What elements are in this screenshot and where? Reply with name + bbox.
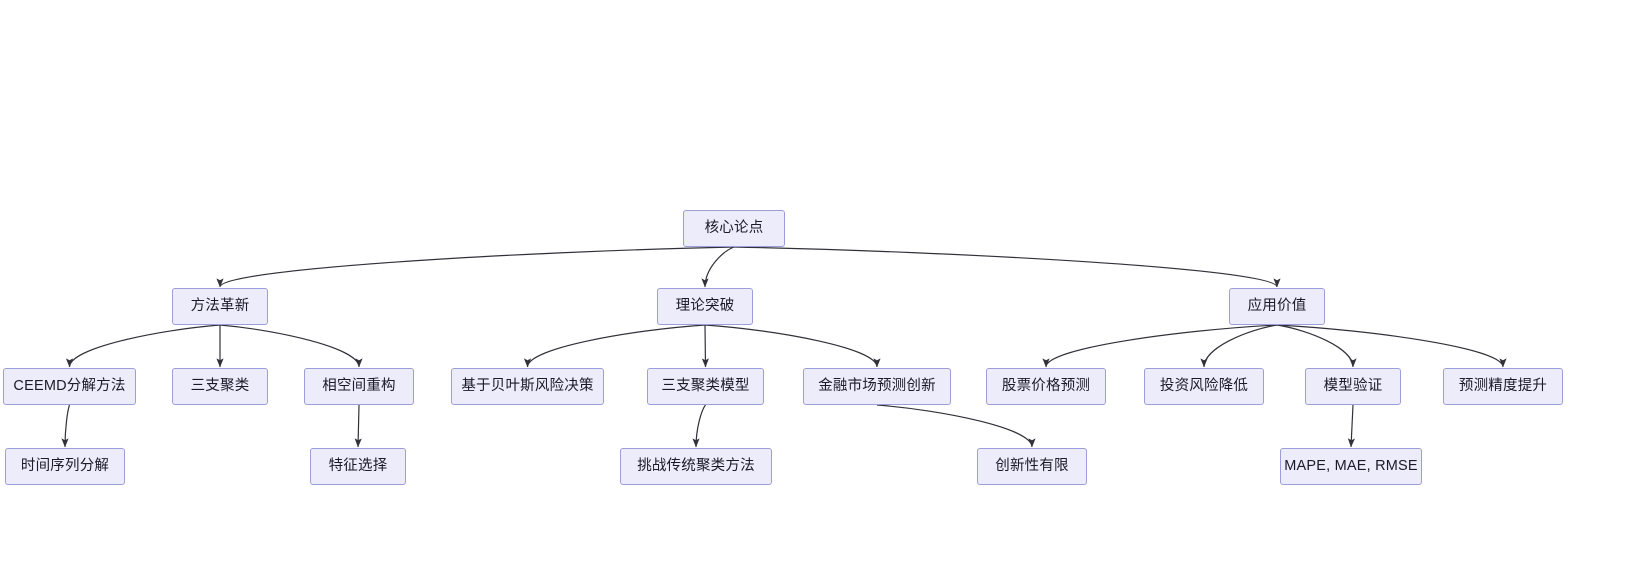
node-label: MAPE, MAE, RMSE [1284, 458, 1418, 475]
edge-n2-n8 [701, 324, 709, 368]
node-n2[interactable]: 理论突破 [657, 288, 753, 325]
node-n3[interactable]: 应用价值 [1229, 288, 1325, 325]
edge-n2-n9 [704, 324, 881, 368]
edge-n3-n10 [1042, 324, 1278, 368]
node-label: 应用价值 [1247, 298, 1307, 315]
node-n1[interactable]: 方法革新 [172, 288, 268, 325]
node-n7[interactable]: 基于贝叶斯风险决策 [451, 368, 604, 405]
node-n13[interactable]: 预测精度提升 [1443, 368, 1563, 405]
node-label: 相空间重构 [322, 378, 396, 395]
node-n18[interactable]: MAPE, MAE, RMSE [1280, 448, 1422, 485]
node-label: 基于贝叶斯风险决策 [461, 378, 594, 395]
node-n8[interactable]: 三支聚类模型 [647, 368, 764, 405]
node-n4[interactable]: CEEMD分解方法 [3, 368, 136, 405]
node-n11[interactable]: 投资风险降低 [1144, 368, 1264, 405]
node-n0[interactable]: 核心论点 [683, 210, 785, 247]
node-n14[interactable]: 时间序列分解 [5, 448, 125, 485]
node-label: 投资风险降低 [1159, 378, 1249, 395]
node-n5[interactable]: 三支聚类 [172, 368, 268, 405]
node-n12[interactable]: 模型验证 [1305, 368, 1401, 405]
node-label: CEEMD分解方法 [13, 378, 126, 395]
node-n15[interactable]: 特征选择 [310, 448, 406, 485]
edge-n0-n1 [216, 246, 735, 288]
edge-n2-n7 [523, 324, 706, 368]
node-label: 创新性有限 [995, 458, 1069, 475]
node-n16[interactable]: 挑战传统聚类方法 [620, 448, 772, 485]
edge-n12-n18 [1347, 404, 1356, 448]
edges-group [61, 246, 1507, 448]
edge-n1-n4 [65, 324, 221, 368]
node-label: 三支聚类 [190, 378, 250, 395]
node-label: 三支聚类模型 [661, 378, 750, 395]
node-label: 挑战传统聚类方法 [637, 458, 755, 475]
node-label: 股票价格预测 [1001, 378, 1091, 395]
node-label: 时间序列分解 [20, 458, 110, 475]
edge-n3-n11 [1200, 324, 1278, 368]
node-label: 预测精度提升 [1458, 378, 1548, 395]
node-label: 理论突破 [675, 298, 735, 315]
edge-n3-n12 [1276, 324, 1357, 368]
edge-n1-n6 [219, 324, 363, 368]
edge-n3-n13 [1276, 324, 1507, 368]
node-n6[interactable]: 相空间重构 [304, 368, 414, 405]
node-label: 金融市场预测创新 [818, 378, 936, 395]
edge-n4-n14 [61, 404, 71, 448]
node-label: 方法革新 [190, 298, 250, 315]
node-n10[interactable]: 股票价格预测 [986, 368, 1106, 405]
edge-n0-n2 [701, 246, 735, 288]
node-n17[interactable]: 创新性有限 [977, 448, 1087, 485]
edge-n0-n3 [733, 246, 1281, 288]
edge-n6-n15 [354, 404, 362, 448]
node-label: 核心论点 [704, 220, 764, 237]
node-label: 特征选择 [328, 458, 388, 475]
node-label: 模型验证 [1323, 378, 1383, 395]
edge-n9-n17 [876, 404, 1036, 448]
node-n9[interactable]: 金融市场预测创新 [803, 368, 951, 405]
edge-n8-n16 [692, 404, 706, 448]
